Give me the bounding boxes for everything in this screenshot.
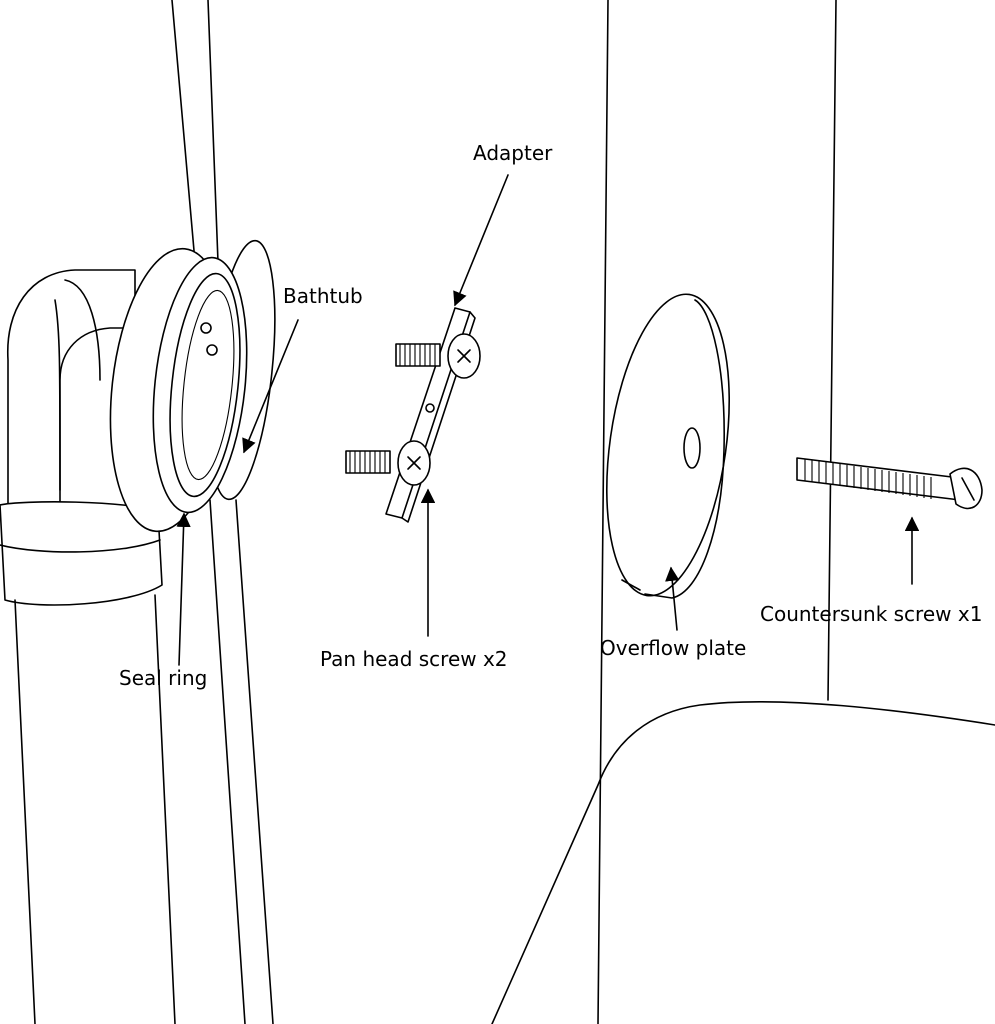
leader-arrows <box>176 174 920 666</box>
overflow-plate-label: Overflow plate <box>600 636 747 660</box>
seal-ring-label: Seal ring <box>119 666 208 690</box>
overflow-plate <box>605 293 731 599</box>
pan-head-screw-lower <box>345 440 431 486</box>
seal-ring-flange <box>109 239 276 533</box>
pan-head-screw-label: Pan head screw x2 <box>320 647 508 671</box>
drain-pipe <box>0 269 176 1024</box>
wall-lines <box>491 0 995 1024</box>
bathtub-wall <box>171 0 274 1024</box>
countersunk-screw <box>796 457 983 510</box>
countersunk-screw-label: Countersunk screw x1 <box>760 602 983 626</box>
adapter-label: Adapter <box>473 141 553 165</box>
pan-head-screw-upper <box>395 333 481 379</box>
bathtub-label: Bathtub <box>283 284 363 308</box>
